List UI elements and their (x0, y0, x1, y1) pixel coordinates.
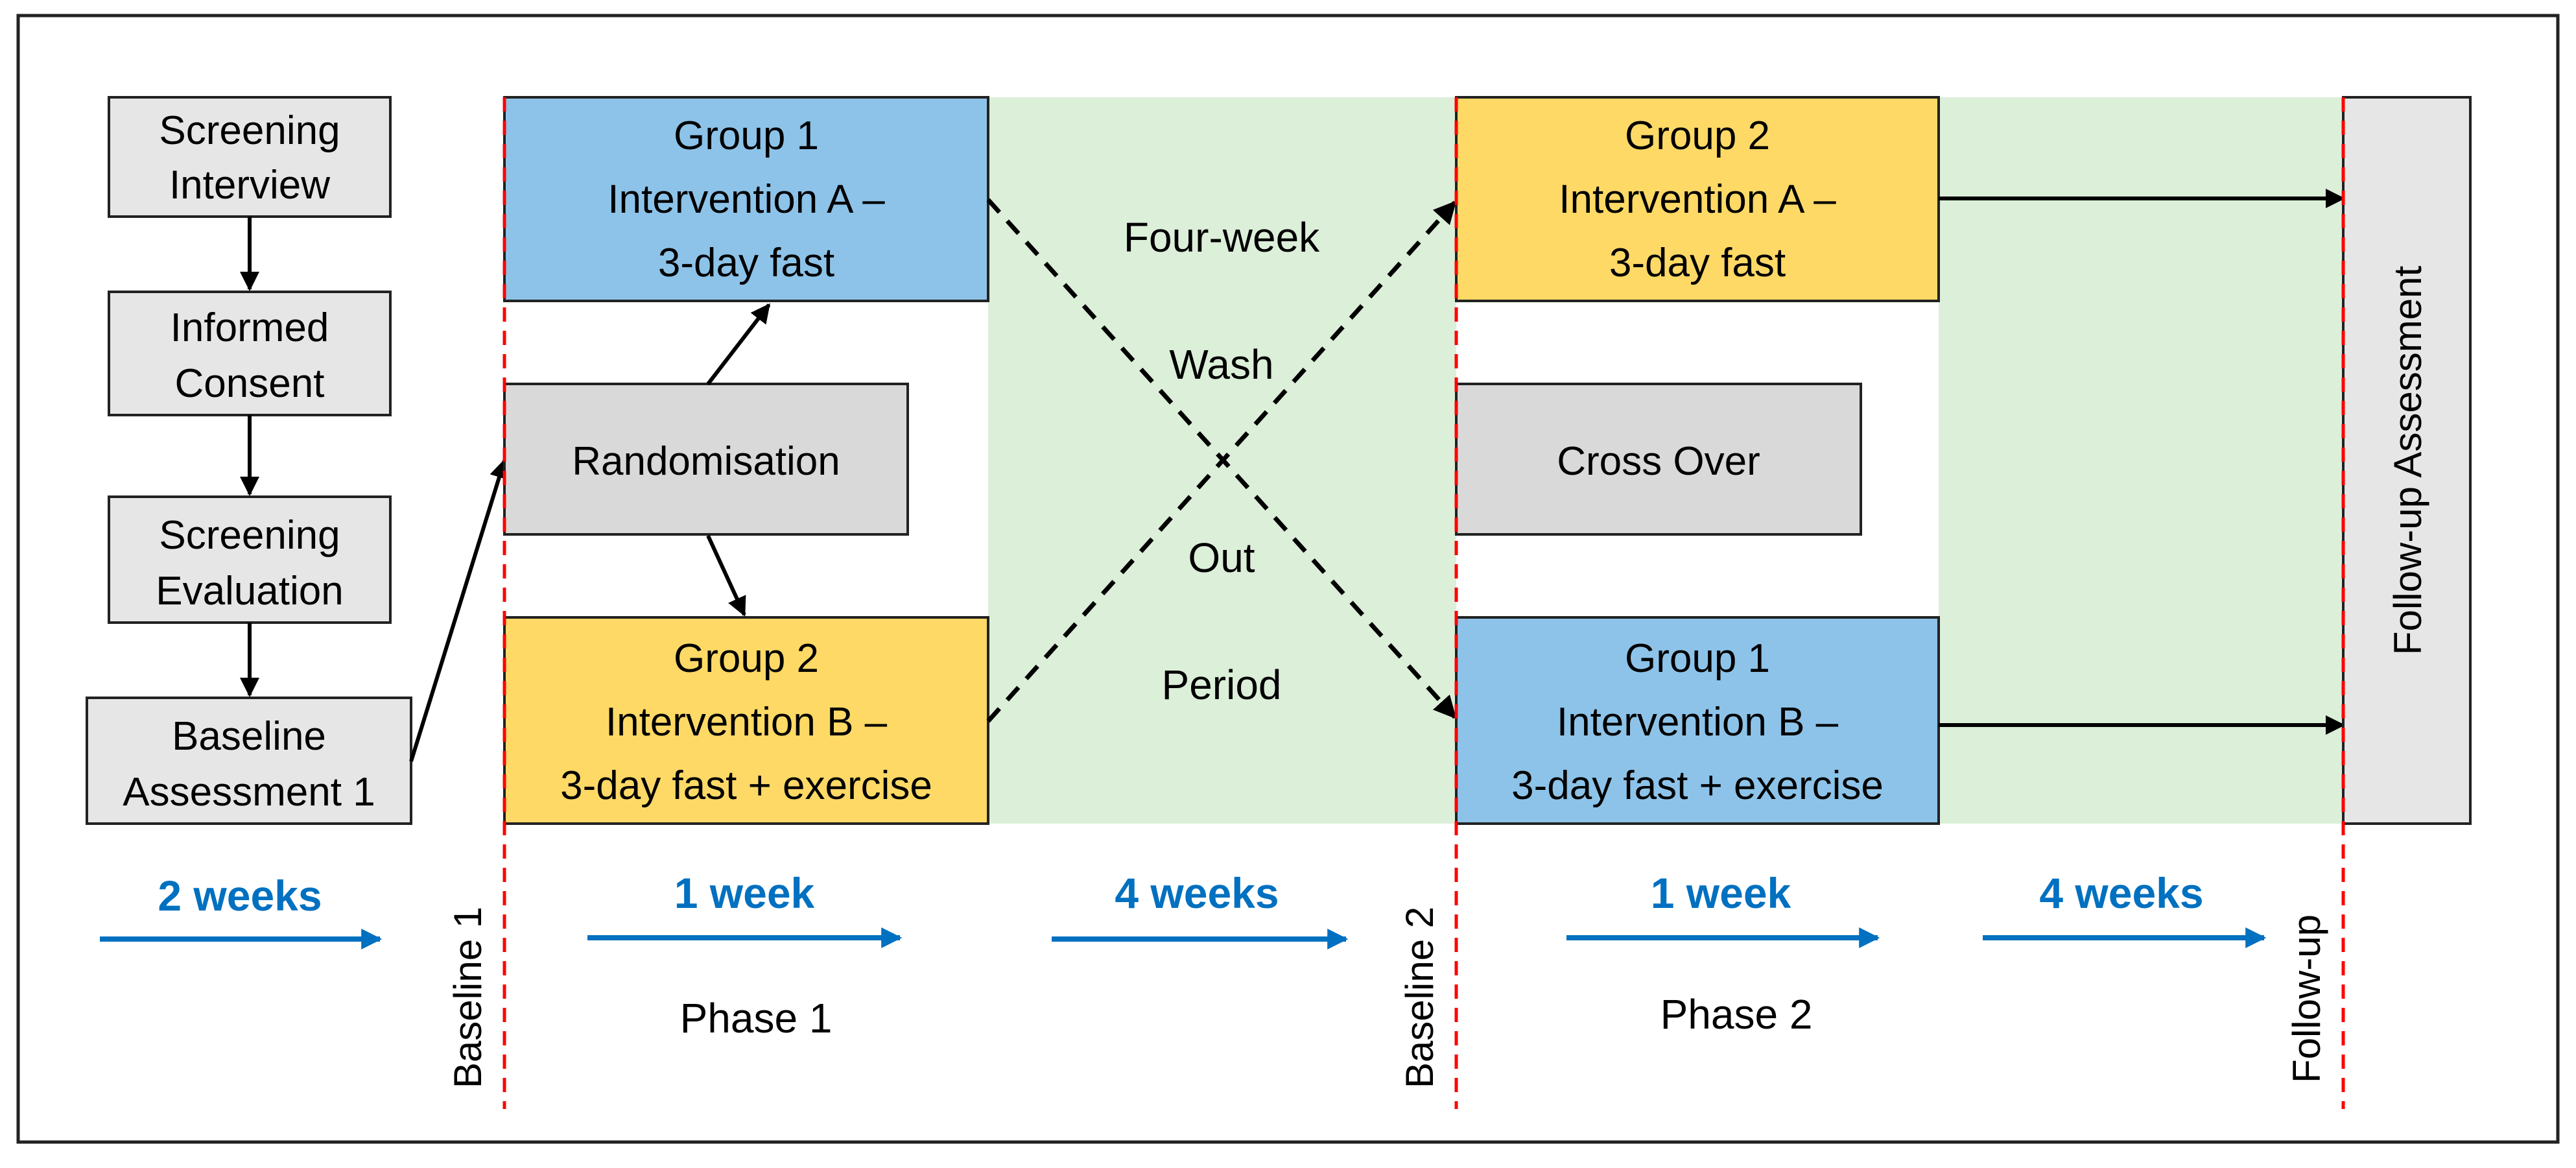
cross-over-label: Cross Over (1557, 439, 1760, 484)
group-name: Group 2 (1625, 113, 1770, 158)
flow-arrow (706, 534, 746, 617)
follow-up-assessment-box: Follow-up Assessment (2342, 96, 2472, 825)
phase-label-2: Phase 2 (1660, 991, 1813, 1038)
phase2-group-b-box: Group 1 Intervention B – 3-day fast + ex… (1455, 616, 1940, 825)
phase1-group-b-box: Group 2 Intervention B – 3-day fast + ex… (503, 616, 989, 825)
screening-step-baseline-assessment: Baseline Assessment 1 (86, 697, 412, 825)
screening-step-consent: Informed Consent (108, 291, 392, 416)
follow-up-assessment-label: Follow-up Assessment (2386, 266, 2429, 656)
intervention-name: Intervention B – (606, 700, 888, 745)
duration-label: 2 weeks (158, 872, 322, 920)
washout-label-line: Period (1162, 661, 1282, 708)
screening-step-line2: Evaluation (156, 569, 344, 614)
group-name: Group 1 (1625, 636, 1770, 681)
duration-label: 1 week (674, 869, 815, 917)
intervention-name: Intervention A – (1559, 177, 1836, 222)
flow-arrow (409, 459, 509, 762)
screening-step-line1: Baseline (172, 714, 326, 759)
phase2-group-a-box: Group 2 Intervention A – 3-day fast (1455, 96, 1940, 302)
screening-step-line2: Assessment 1 (123, 770, 375, 815)
cross-over-box: Cross Over (1455, 383, 1862, 536)
screening-step-line2: Consent (175, 361, 325, 406)
intervention-detail: 3-day fast (1609, 241, 1786, 285)
screening-step-line2: Interview (169, 163, 330, 208)
duration-label: 4 weeks (1115, 869, 1279, 917)
intervention-detail: 3-day fast (658, 241, 834, 285)
group-name: Group 2 (674, 636, 819, 681)
phase2-followup-band (1939, 97, 2342, 824)
phase1-group-a-box: Group 1 Intervention A – 3-day fast (503, 96, 989, 302)
washout-label-line: Out (1188, 534, 1255, 581)
crossover-arrow (986, 200, 1457, 723)
screening-step-line1: Screening (159, 108, 340, 153)
flow-arrow (706, 303, 771, 385)
randomisation-label: Randomisation (572, 439, 840, 484)
washout-label-line: Four-week (1124, 214, 1320, 261)
duration-label: 1 week (1651, 869, 1791, 917)
intervention-detail: 3-day fast + exercise (1511, 763, 1884, 808)
timepoint-label-follow-up: Follow-up (2285, 914, 2328, 1083)
screening-step-line1: Informed (171, 305, 329, 350)
group-name: Group 1 (674, 113, 819, 158)
screening-step-evaluation: Screening Evaluation (108, 495, 392, 624)
duration-label: 4 weeks (2039, 869, 2203, 917)
timepoint-label-baseline-1: Baseline 1 (446, 907, 490, 1088)
intervention-name: Intervention B – (1557, 700, 1839, 745)
intervention-detail: 3-day fast + exercise (560, 763, 932, 808)
intervention-name: Intervention A – (608, 177, 885, 222)
phase-label-1: Phase 1 (680, 995, 833, 1042)
randomisation-box: Randomisation (503, 383, 909, 536)
timepoint-label-baseline-2: Baseline 2 (1398, 907, 1441, 1088)
washout-label-line: Wash (1169, 341, 1273, 388)
screening-step-interview: Screening Interview (108, 96, 392, 218)
screening-step-line1: Screening (159, 513, 340, 558)
